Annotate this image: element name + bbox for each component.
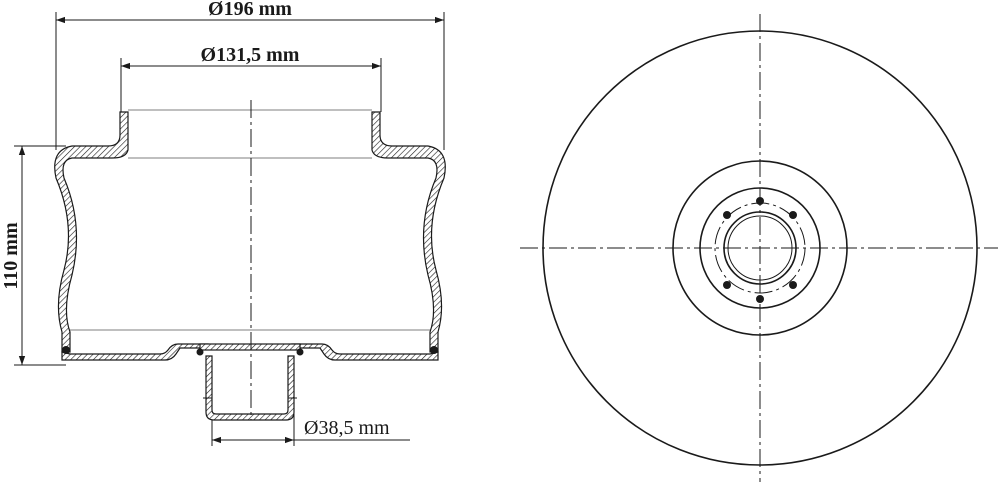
right-wall <box>371 111 446 353</box>
inner-diameter-label: Ø131,5 mm <box>201 44 300 66</box>
bolt-hole <box>723 211 731 219</box>
bolt-hole <box>789 211 797 219</box>
port-diameter-dimension: Ø38,5 mm <box>211 398 410 446</box>
center-plate <box>199 343 301 351</box>
height-dimension: 110 mm <box>0 145 66 366</box>
left-clamp-ring <box>62 346 70 354</box>
outer-diameter-dimension: Ø196 mm <box>55 0 445 150</box>
bellow-body <box>54 109 446 421</box>
inner-diameter-dimension: Ø131,5 mm <box>120 44 382 112</box>
bottom-plate-right <box>291 343 439 361</box>
bottom-plate-left <box>61 343 209 361</box>
port-tube <box>205 355 295 421</box>
right-clamp-ring <box>430 346 438 354</box>
right-port-ring <box>296 348 304 356</box>
bolt-hole <box>789 281 797 289</box>
front-view <box>520 14 998 482</box>
left-wall <box>54 111 129 353</box>
height-label: 110 mm <box>0 222 22 290</box>
port-diameter-label: Ø38,5 mm <box>304 417 390 439</box>
side-section-view: Ø196 mm Ø131,5 mm 110 mm Ø38,5 mm <box>0 0 446 446</box>
outer-diameter-label: Ø196 mm <box>208 0 292 20</box>
left-port-ring <box>196 348 204 356</box>
bolt-hole <box>723 281 731 289</box>
